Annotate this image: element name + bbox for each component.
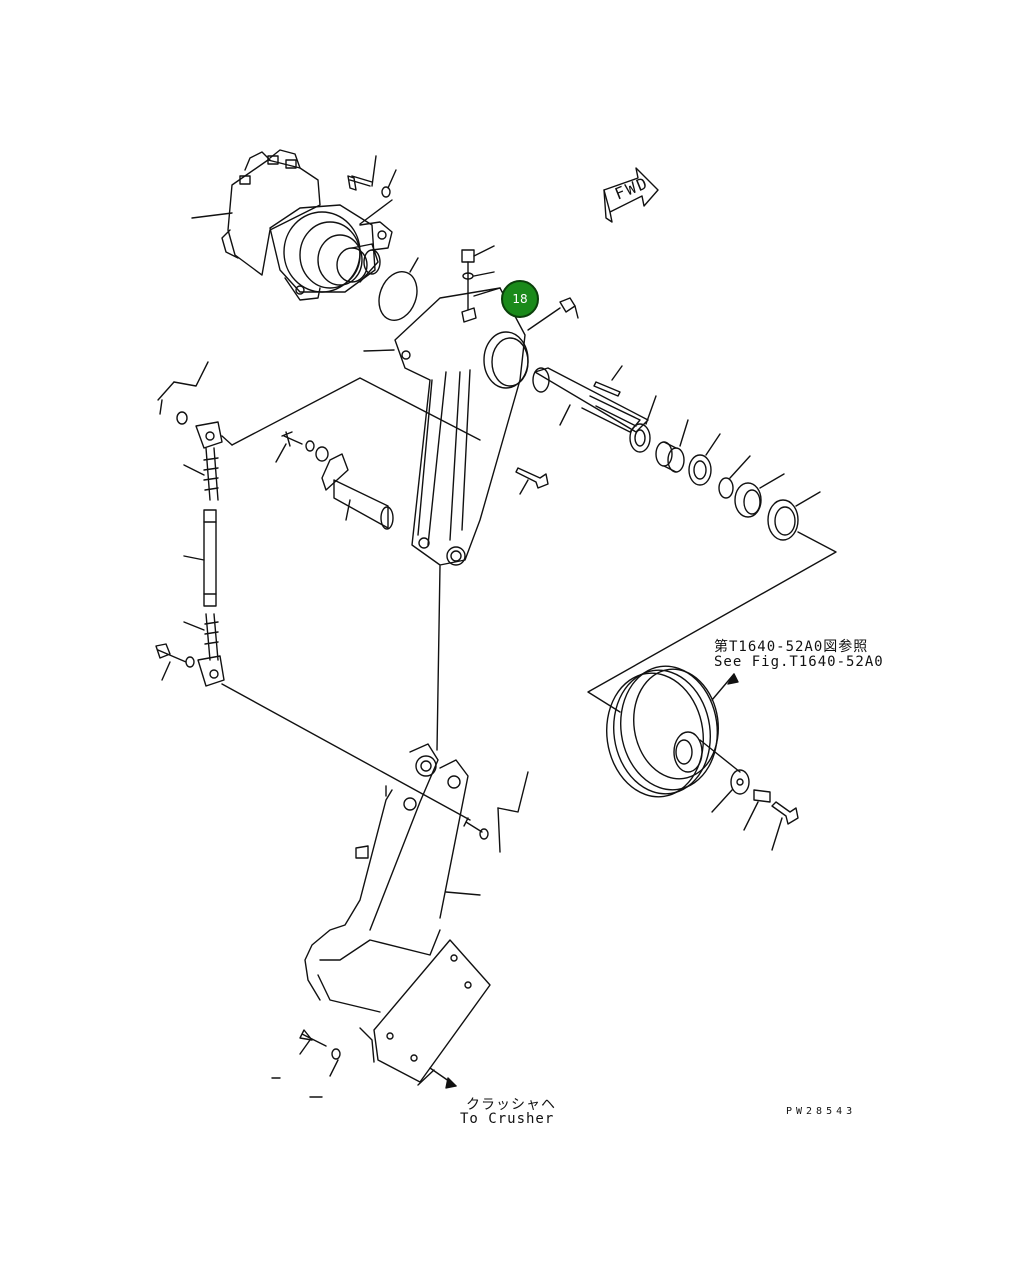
destination-label-en: To Crusher — [460, 1111, 555, 1127]
base-bolt — [271, 1029, 341, 1098]
arm-bolt — [515, 467, 549, 495]
shaft-o-ring — [718, 477, 734, 499]
assembly-line-lower — [221, 683, 471, 821]
pivot-bolt — [275, 431, 329, 463]
v-belt-pulley — [605, 665, 741, 798]
lock-plate — [743, 789, 771, 831]
pulley-washer — [711, 769, 750, 813]
forward-arrow-icon — [603, 167, 659, 213]
lock-nut — [688, 433, 721, 486]
destination-label-jp: クラッシャヘ — [466, 1097, 556, 1113]
connecting-rod-line — [436, 565, 441, 751]
pivot-pin — [321, 453, 394, 530]
adjusting-rod — [155, 361, 233, 687]
forward-arrow-depth — [603, 189, 613, 223]
part-callout-18[interactable]: 18 — [501, 280, 539, 318]
bearing-cup — [734, 473, 785, 518]
reference-note-en: See Fig.T1640-52A0 — [714, 654, 884, 670]
bearing-nut — [629, 395, 657, 453]
reference-note-jp: 第T1640-52A0図参照 — [714, 639, 869, 655]
upper-lever-arm — [363, 287, 529, 566]
lower-bracket — [304, 743, 491, 1089]
bushing — [655, 419, 689, 473]
o-ring — [378, 271, 418, 321]
shaft-key — [593, 365, 623, 397]
arm-clamp-bolt — [461, 245, 501, 311]
dust-seal — [767, 491, 821, 541]
drive-shaft — [532, 367, 649, 433]
assembly-line-upper — [231, 377, 481, 446]
reference-leader — [587, 531, 837, 713]
bracket-bolt — [463, 771, 529, 853]
pulley-bolt — [771, 801, 799, 851]
hydraulic-motor — [191, 149, 393, 301]
motor-mounting-bolt — [347, 155, 397, 225]
drawing-number: PW28543 — [786, 1106, 857, 1117]
grease-fitting — [527, 297, 579, 331]
